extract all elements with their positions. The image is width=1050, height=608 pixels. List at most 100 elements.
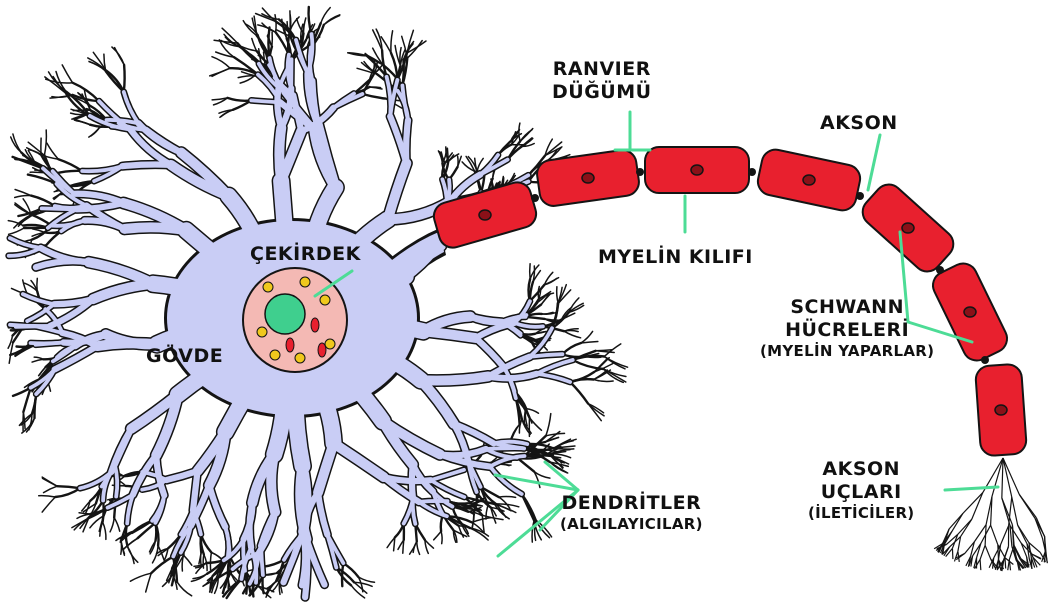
- mitochondrion: [318, 343, 326, 357]
- label-cekirdek: ÇEKİRDEK: [250, 243, 361, 266]
- dendrite-twig: [130, 573, 151, 581]
- axon-terminals: [934, 458, 1047, 571]
- terminal-twig: [958, 519, 972, 534]
- dendrite-twig: [31, 196, 55, 206]
- terminal-twig: [1002, 498, 1010, 526]
- leader-line: [945, 487, 998, 490]
- dendrite-twig: [124, 65, 125, 92]
- dendrite-trunk: [261, 546, 263, 575]
- dendrite-twig: [362, 94, 385, 99]
- dendrite-twig: [39, 496, 56, 497]
- dendrite-twig: [43, 478, 58, 486]
- dendrite-twig: [182, 555, 183, 571]
- dendrite-twig: [114, 518, 120, 532]
- dendrite-trunk: [476, 338, 504, 367]
- dendrite-twig: [529, 418, 541, 431]
- terminal-twig: [963, 493, 983, 514]
- dendrite-trunk: [93, 284, 153, 299]
- dendrite-twig: [228, 98, 252, 101]
- schwann-nucleus: [964, 307, 976, 317]
- dendrite-twig: [212, 57, 230, 68]
- dendrite-trunk: [251, 100, 280, 102]
- terminal-twig: [1005, 558, 1006, 569]
- terminal-twig: [985, 545, 991, 559]
- dendrite-twig: [15, 190, 31, 196]
- dendrite-twig: [441, 531, 442, 543]
- dendrite-twig: [557, 287, 559, 304]
- dendrite-twig: [304, 18, 306, 33]
- dendrite-trunk: [421, 376, 489, 380]
- terminal-twig: [972, 493, 983, 520]
- leader-line: [868, 135, 880, 190]
- label-akson-uclari-line2: UÇLARI: [808, 481, 914, 504]
- schwann-nucleus: [582, 173, 594, 183]
- dendrite-twig: [475, 158, 477, 171]
- label-dendritler: DENDRİTLER (ALGILAYICILAR): [560, 492, 703, 533]
- dendrite-trunk: [334, 443, 384, 477]
- dendrite-twig: [103, 522, 106, 539]
- terminal-twig: [958, 551, 959, 562]
- ranvier-node: [531, 194, 539, 202]
- dendrite-twig: [210, 552, 211, 569]
- organelle: [263, 282, 273, 292]
- dendrite-twig: [342, 563, 343, 586]
- label-dendritler-line1: DENDRİTLER: [560, 492, 703, 515]
- dendrite-twig: [324, 16, 340, 25]
- dendrite-twig: [434, 531, 441, 539]
- dendrite-twig: [15, 196, 31, 198]
- dendrite-twig: [264, 52, 266, 65]
- dendrite-twig: [573, 360, 604, 369]
- ranvier-node: [748, 168, 756, 176]
- dendrite-twig: [110, 518, 114, 532]
- dendrite-twig: [532, 521, 534, 543]
- dendrite-twig: [210, 68, 230, 76]
- organelle: [300, 277, 310, 287]
- dendrite-twig: [57, 486, 80, 488]
- label-dendritler-line2: (ALGILAYICILAR): [560, 515, 703, 533]
- dendrite-trunk: [271, 454, 275, 512]
- label-akson-uclari-line3: (İLETİCİLER): [808, 504, 914, 522]
- terminal-twig: [980, 559, 981, 570]
- label-govde: GÖVDE: [146, 345, 223, 368]
- terminal-twig: [952, 513, 963, 531]
- dendrite-twig: [581, 331, 593, 343]
- dendrite-twig: [519, 123, 520, 141]
- terminal-twig: [985, 525, 986, 546]
- ranvier-node: [936, 266, 944, 274]
- label-ranvier-line1: RANVIER: [552, 58, 652, 81]
- label-akson: AKSON: [820, 112, 898, 135]
- label-ranvier-line2: DÜĞÜMÜ: [552, 81, 652, 104]
- organelle: [270, 350, 280, 360]
- label-ranvier: RANVIER DÜĞÜMÜ: [552, 58, 652, 104]
- dendrite-twig: [177, 582, 192, 596]
- dendrite-twig: [570, 382, 588, 404]
- terminal-twig: [1035, 519, 1045, 537]
- terminal-twig: [1003, 458, 1019, 495]
- dendrite-twig: [44, 130, 46, 155]
- dendrite-twig: [370, 87, 381, 88]
- dendrite-twig: [472, 518, 491, 523]
- terminal-twig: [1002, 458, 1003, 498]
- organelle: [320, 295, 330, 305]
- dendrite-twig: [594, 380, 613, 382]
- dendrite-trunk: [106, 335, 157, 345]
- dendrite-twig: [34, 394, 36, 418]
- dendrite-twig: [545, 319, 559, 320]
- dendrite-twig: [258, 25, 276, 32]
- schwann-nucleus: [902, 223, 914, 233]
- ranvier-node: [636, 168, 644, 176]
- dendrite-twig: [91, 127, 100, 136]
- dendrite-trunk: [122, 165, 171, 167]
- dendrite-twig: [570, 379, 594, 382]
- dendrite-trunk: [537, 360, 573, 374]
- schwann-nucleus: [479, 210, 491, 220]
- dendrite-twig: [535, 520, 536, 540]
- dendrite-twig: [115, 48, 125, 65]
- dendrite-trunk: [305, 539, 307, 597]
- schwann-nucleus: [803, 175, 815, 185]
- schwann-nucleus: [691, 165, 703, 175]
- terminal-twig: [974, 525, 986, 542]
- dendrite-twig: [522, 494, 536, 520]
- dendrite-twig: [33, 229, 46, 233]
